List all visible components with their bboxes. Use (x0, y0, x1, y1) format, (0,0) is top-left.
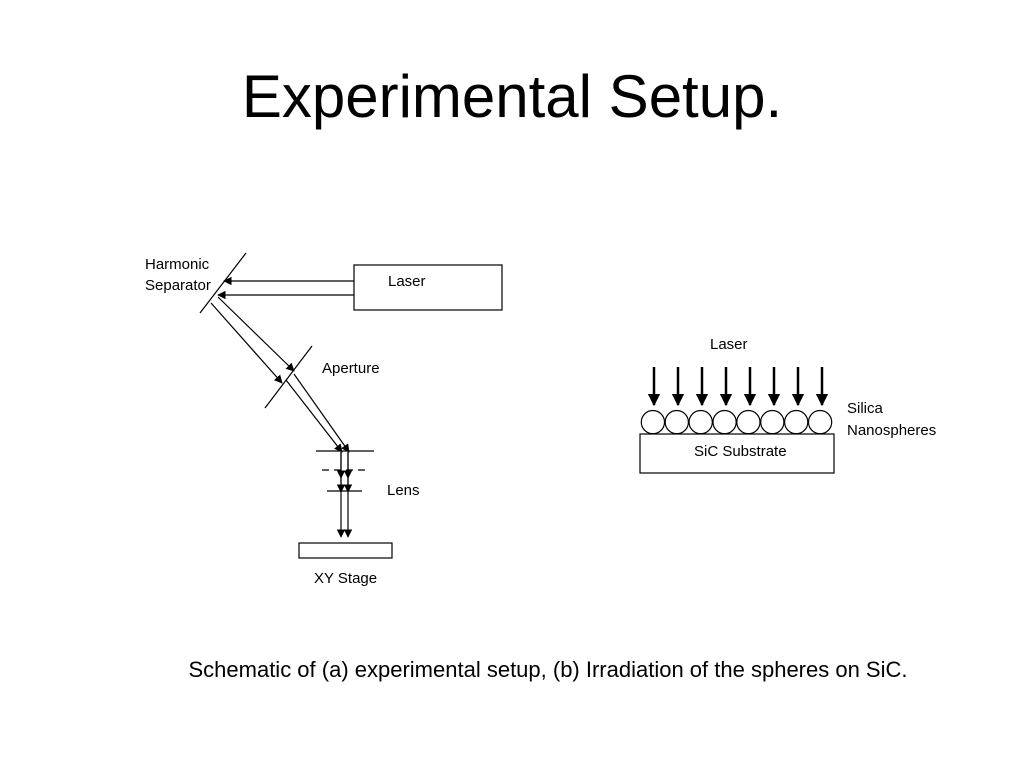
silica-sphere (736, 409, 761, 435)
harmonic-separator-label-1: Harmonic (145, 256, 210, 273)
silica-sphere (784, 409, 809, 435)
setup-diagram (199, 252, 503, 559)
silica-sphere (712, 409, 737, 435)
beam-to-lens-2 (285, 379, 343, 453)
silica-spheres (640, 409, 833, 435)
silica-sphere (688, 409, 713, 435)
substrate-label: SiC Substrate (694, 443, 787, 460)
laser-label-b: Laser (710, 336, 748, 353)
slide-caption: Schematic of (a) experimental setup, (b)… (188, 657, 908, 682)
silica-sphere (807, 409, 833, 435)
xy-stage (298, 542, 393, 559)
silica-sphere (664, 409, 690, 435)
silica-label-1: Silica (847, 400, 884, 417)
xy-stage-label: XY Stage (314, 570, 377, 587)
laser-label-a: Laser (388, 273, 426, 290)
aperture-line (264, 345, 313, 409)
harmonic-separator-mirror (199, 252, 247, 314)
silica-label-2: Nanospheres (847, 422, 936, 439)
irradiation-diagram (639, 367, 835, 474)
aperture-label: Aperture (322, 360, 380, 377)
reflected-beam-1 (217, 296, 295, 372)
silica-sphere (760, 409, 785, 435)
sic-substrate (639, 433, 835, 474)
slide-title: Experimental Setup. (241, 63, 783, 130)
silica-sphere (640, 409, 666, 435)
laser-box (353, 264, 503, 311)
laser-arrows (647, 367, 829, 407)
harmonic-separator-label-2: Separator (145, 277, 211, 294)
beam-to-lens-1 (293, 373, 350, 453)
reflected-beam-2 (210, 302, 283, 384)
lens-label: Lens (387, 482, 420, 499)
